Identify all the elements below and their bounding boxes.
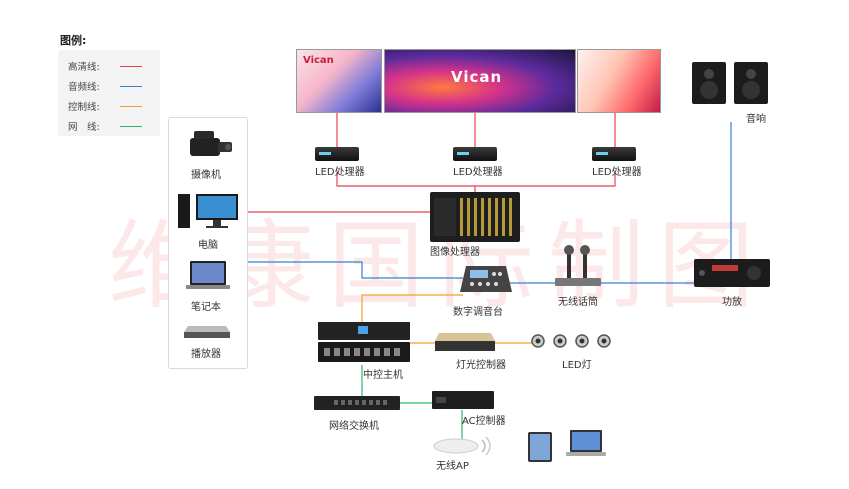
- led-screen-left: Vican: [296, 49, 382, 113]
- legend-control-line: [120, 106, 142, 107]
- led-processor-1-device: [315, 147, 359, 161]
- legend-control-label: 控制线:: [68, 102, 100, 113]
- amplifier-label: 功放: [722, 297, 742, 308]
- computer-icon: [178, 194, 238, 228]
- player-icon: [184, 326, 230, 338]
- legend-title: 图例:: [60, 34, 87, 47]
- legend-network-line: [120, 126, 142, 127]
- video-processor-label: 图像处理器: [430, 247, 480, 258]
- light-controller-icon: [435, 333, 495, 351]
- wireless-mic-label: 无线话筒: [558, 297, 598, 308]
- player-label: 播放器: [191, 349, 221, 360]
- laptop-label: 笔记本: [191, 302, 221, 313]
- wireless-ap-icon: [433, 436, 491, 456]
- legend: 高清线: 音频线: 控制线: 网 线:: [58, 50, 160, 136]
- mixer-icon: [460, 266, 512, 292]
- ac-controller-icon: [432, 391, 494, 409]
- speaker-icon: [692, 62, 768, 104]
- led-screen-right: [577, 49, 661, 113]
- legend-network-label: 网 线:: [68, 122, 100, 133]
- wireless-mic-icon: [555, 245, 601, 286]
- computer-label: 电脑: [198, 240, 218, 251]
- led-lights-icon: [531, 334, 611, 348]
- ac-controller-label: AC控制器: [462, 416, 506, 427]
- legend-audio-label: 音频线:: [68, 82, 100, 93]
- legend-hd-label: 高清线:: [68, 62, 100, 73]
- led-processor-3-label: LED处理器: [592, 167, 642, 178]
- client-laptop-icon: [566, 430, 606, 456]
- screen-center-brand: Vican: [451, 68, 503, 86]
- screen-left-brand: Vican: [303, 55, 334, 66]
- led-processor-3-device: [592, 147, 636, 161]
- camera-label: 摄像机: [191, 170, 221, 181]
- video-processor-icon: [430, 192, 520, 242]
- network-switch-label: 网络交换机: [329, 421, 379, 432]
- led-screen-center: Vican: [384, 49, 576, 113]
- central-control-label: 中控主机: [363, 370, 403, 381]
- led-processor-2-device: [453, 147, 497, 161]
- network-switch-icon: [314, 396, 400, 410]
- legend-hd-line: [120, 66, 142, 67]
- wireless-ap-label: 无线AP: [436, 461, 469, 472]
- amplifier-icon: [694, 259, 770, 287]
- tablet-icon: [528, 432, 552, 462]
- led-processor-1-label: LED处理器: [315, 167, 365, 178]
- laptop-icon: [186, 261, 230, 289]
- mixer-label: 数字调音台: [453, 307, 503, 318]
- camera-icon: [190, 131, 232, 156]
- central-control-icon: [318, 322, 410, 362]
- led-lights-label: LED灯: [562, 360, 592, 371]
- audio-line-laptop: [248, 261, 463, 279]
- led-processor-2-label: LED处理器: [453, 167, 503, 178]
- hd-line-led-bus: [336, 172, 616, 187]
- speaker-label: 音响: [746, 114, 766, 125]
- legend-audio-line: [120, 86, 142, 87]
- light-controller-label: 灯光控制器: [456, 360, 506, 371]
- control-line-mixer: [361, 294, 463, 330]
